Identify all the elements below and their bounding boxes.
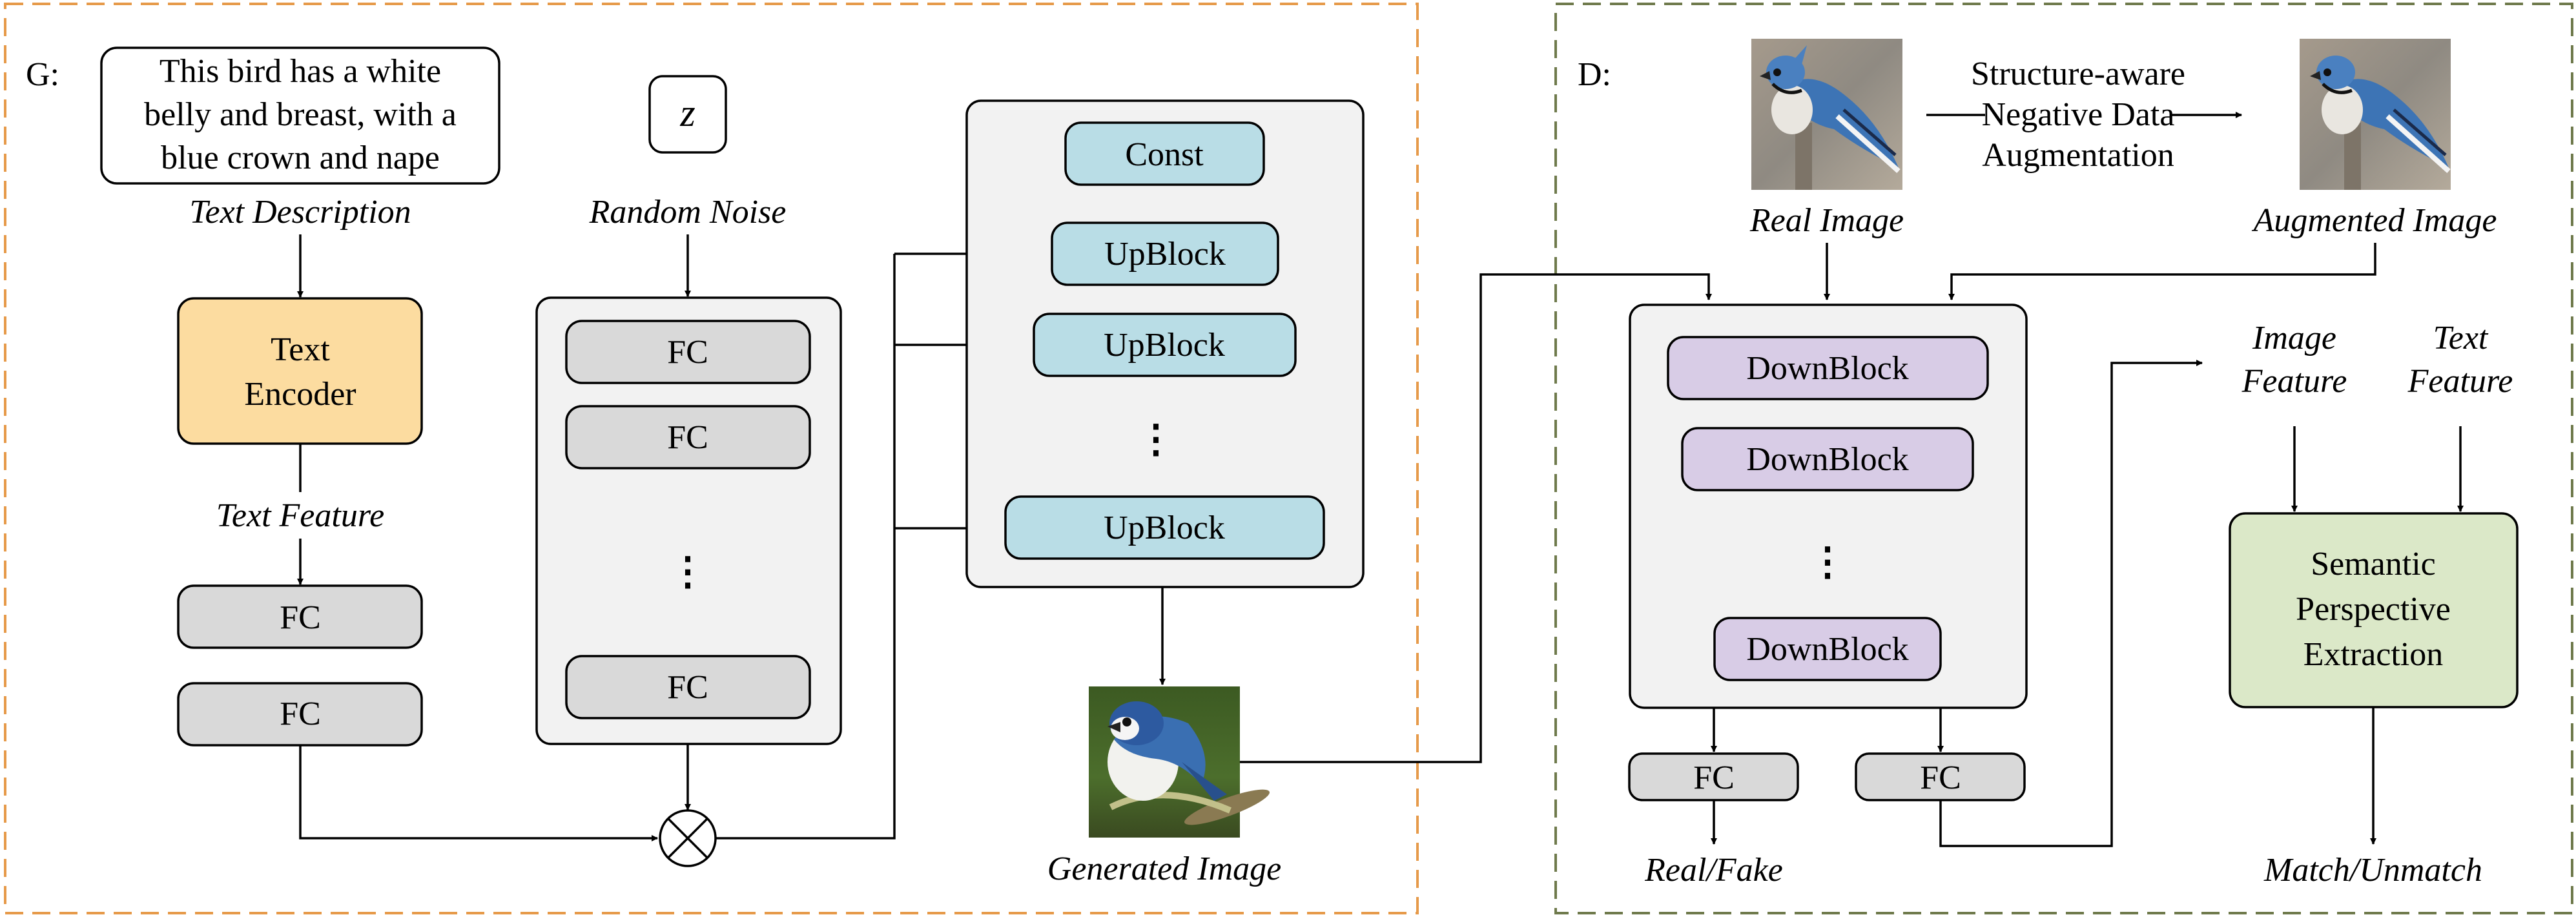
text-fc-block-1 bbox=[177, 584, 423, 649]
text-feature-line-2: Feature bbox=[2407, 363, 2513, 400]
random-noise-caption: Random Noise bbox=[589, 194, 787, 231]
text-encoder-block bbox=[177, 297, 423, 445]
discriminator-frame bbox=[1554, 3, 2573, 914]
downblock-label-1: DownBlock bbox=[1746, 350, 1908, 387]
semantic-line-3: Extraction bbox=[2303, 636, 2444, 673]
text-fc-label-2: FC bbox=[280, 695, 321, 732]
noise-fc-ellipsis: ⋮ bbox=[668, 550, 707, 593]
noise-fc-block-3 bbox=[565, 655, 811, 719]
match-unmatch-caption: Match/Unmatch bbox=[2263, 852, 2482, 889]
semantic-line-1: Semantic bbox=[2311, 546, 2436, 582]
augmented-image-caption: Augmented Image bbox=[2252, 202, 2497, 239]
real-image-caption: Real Image bbox=[1749, 202, 1904, 239]
generated-bird-image bbox=[1089, 686, 1270, 838]
noise-fc-label-1: FC bbox=[667, 334, 708, 371]
text-fc-label-1: FC bbox=[280, 599, 321, 636]
const-block bbox=[1064, 121, 1265, 186]
noise-z-box bbox=[648, 75, 727, 154]
noise-fc-label-3: FC bbox=[667, 669, 708, 706]
augmentation-line-3: Augmentation bbox=[1982, 137, 2174, 174]
generated-image-caption: Generated Image bbox=[1047, 850, 1281, 887]
noise-fc-block-2 bbox=[565, 405, 811, 469]
text-description-line-1: This bird has a white bbox=[160, 53, 441, 90]
text-description-line-3: blue crown and nape bbox=[161, 139, 440, 176]
downblock-label-3: DownBlock bbox=[1746, 631, 1908, 668]
disc-fc-label-1: FC bbox=[1693, 759, 1735, 796]
real-bird-image bbox=[1751, 39, 1902, 190]
downblock-ellipsis: ⋮ bbox=[1808, 541, 1847, 583]
upblock-1 bbox=[1051, 222, 1279, 286]
multiply-circle-icon bbox=[659, 809, 717, 867]
text-description-box bbox=[100, 46, 500, 185]
real-fake-caption: Real/Fake bbox=[1644, 852, 1783, 889]
noise-fc-label-2: FC bbox=[667, 419, 708, 456]
upblock-2 bbox=[1033, 313, 1297, 377]
downblock-3 bbox=[1713, 617, 1942, 681]
upblock-ellipsis: ⋮ bbox=[1137, 418, 1175, 460]
image-feature-line-2: Feature bbox=[2241, 363, 2347, 400]
noise-z-symbol: z bbox=[679, 92, 695, 134]
generator-frame bbox=[4, 3, 1419, 914]
discriminator-label: D: bbox=[1578, 56, 1611, 93]
image-feature-line-1: Image bbox=[2252, 320, 2336, 356]
downblock-1 bbox=[1667, 336, 1989, 400]
text-feature-line-1: Text bbox=[2433, 320, 2489, 356]
generator-label: G: bbox=[26, 56, 59, 93]
semantic-line-2: Perspective bbox=[2296, 591, 2451, 628]
disc-fc-label-2: FC bbox=[1920, 759, 1961, 796]
downblock-panel bbox=[1629, 304, 2028, 709]
upblock-label-2: UpBlock bbox=[1104, 327, 1225, 364]
const-label: Const bbox=[1125, 136, 1204, 173]
upblock-label-3: UpBlock bbox=[1104, 510, 1225, 546]
noise-fc-block-1 bbox=[565, 320, 811, 384]
text-description-line-2: belly and breast, with a bbox=[144, 96, 457, 133]
text-feature-caption: Text Feature bbox=[216, 497, 384, 534]
text-encoder-line-1: Text bbox=[271, 331, 330, 368]
augmentation-line-2: Negative Data bbox=[1982, 96, 2175, 133]
augmented-bird-image bbox=[2300, 39, 2451, 190]
augmentation-line-1: Structure-aware bbox=[1971, 56, 2185, 92]
downblock-label-2: DownBlock bbox=[1746, 441, 1908, 478]
text-description-caption: Text Description bbox=[189, 194, 411, 231]
upblock-3 bbox=[1004, 495, 1325, 560]
text-encoder-line-2: Encoder bbox=[244, 376, 356, 413]
upblock-label-1: UpBlock bbox=[1104, 236, 1226, 273]
downblock-2 bbox=[1681, 427, 1974, 491]
